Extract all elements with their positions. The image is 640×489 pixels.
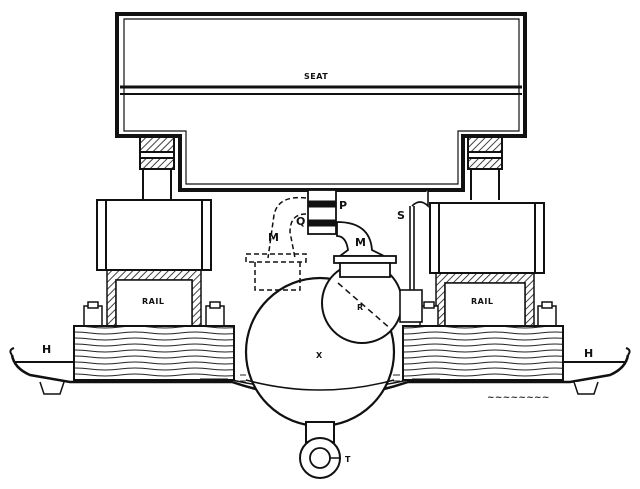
valve-s xyxy=(399,190,429,323)
seat xyxy=(115,12,527,192)
spring-block-right xyxy=(467,136,503,200)
motor-left xyxy=(245,196,307,291)
spring-block-left xyxy=(139,136,175,200)
hook-right-label: H xyxy=(584,347,594,360)
hook-left-label: H xyxy=(42,343,52,356)
ring-t xyxy=(299,421,341,479)
sleeper-left xyxy=(73,325,235,381)
piston-q-label: Q xyxy=(296,215,306,228)
hooks xyxy=(9,347,631,356)
wheel-r-label: R xyxy=(357,303,364,312)
rail-left-label: RAIL xyxy=(142,297,165,306)
rail-right-label: RAIL xyxy=(471,297,494,306)
motor-right xyxy=(333,221,397,278)
wheel-right xyxy=(429,202,545,327)
motor-right-label: M xyxy=(355,236,366,249)
wheel-left xyxy=(96,199,212,327)
ball-x-label: X xyxy=(316,351,323,360)
ring-t-label: T xyxy=(345,455,351,464)
motor-left-label: M xyxy=(268,231,279,244)
seat-label: SEAT xyxy=(304,72,329,81)
engraver-signature: ~~~~~~~~ xyxy=(487,393,550,403)
piston-assembly xyxy=(307,189,337,235)
valve-s-label: S xyxy=(397,209,405,222)
sleeper-right xyxy=(402,325,564,381)
piston-p-label: P xyxy=(339,199,348,212)
